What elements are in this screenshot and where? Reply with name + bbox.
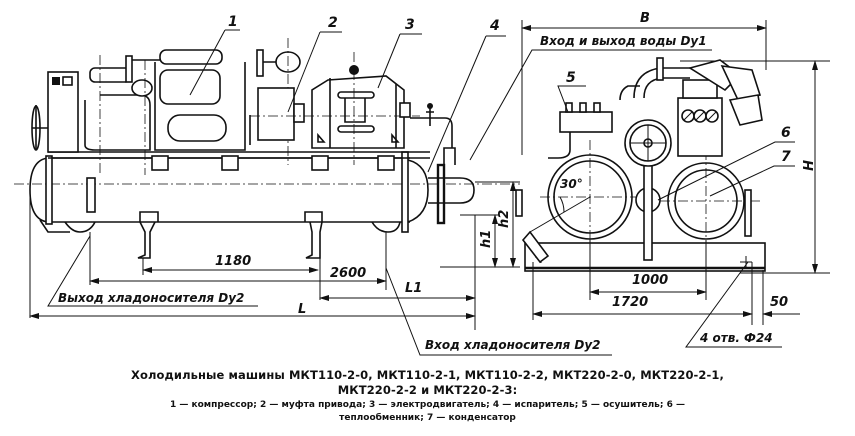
dim-2600: 2600 — [330, 266, 366, 281]
length-dimensions: 1180 2600 L1 L — [29, 190, 476, 330]
callout-7: 7 — [709, 149, 795, 197]
callout-2: 2 — [287, 15, 342, 113]
water-leader — [469, 49, 712, 161]
legend-item: 5 — осушитель; — [581, 400, 664, 410]
dim-1180: 1180 — [215, 254, 251, 269]
callout-number: 7 — [781, 149, 791, 165]
dim-L1: L1 — [405, 281, 422, 296]
evaporator-shell — [29, 147, 475, 233]
callout-number: 4 — [489, 18, 500, 34]
legend-item: 1 — компрессор; — [169, 400, 257, 410]
frame-brackets — [151, 155, 395, 171]
h-dimensions: h1 h2 — [440, 181, 520, 268]
legend-item: 4 — испаритель; — [492, 400, 579, 410]
side-view: B H 30° — [515, 11, 830, 348]
brine-in-leader — [385, 267, 612, 356]
callout-6: 6 — [657, 125, 795, 201]
side-evaporator: 30° — [515, 140, 645, 285]
h1-label: h1 — [479, 230, 494, 248]
brine-in-label: Вход хладоносителя Dу2 — [425, 338, 601, 352]
refrigeration-machine-drawing: 1 2 3 4 Вход и выход воды Dу1 h1 — [14, 11, 830, 356]
legend-item: теплообменник; — [339, 413, 424, 423]
callout-5: 5 — [557, 70, 586, 113]
liquid-line — [399, 102, 453, 148]
legend-item: 7 — конденсатор — [426, 413, 516, 423]
side-top-equipment — [548, 57, 763, 159]
compressor — [84, 38, 301, 175]
callout-1: 1 — [189, 14, 240, 96]
callout-number: 3 — [405, 17, 415, 33]
figure-caption: Холодильные машины МКТ110-2-0, МКТ110-2-… — [0, 368, 855, 424]
callout-3: 3 — [377, 17, 422, 89]
side-heat-exchanger — [624, 119, 672, 261]
h2-label: h2 — [497, 210, 512, 228]
dim-1720: 1720 — [612, 295, 648, 310]
base-dimensions: 1000 1720 50 — [532, 240, 800, 325]
electric-motor — [250, 52, 420, 165]
brine-out-leader — [47, 235, 258, 307]
dim-H: H — [799, 160, 814, 171]
drive-coupling — [249, 87, 305, 145]
control-panel — [31, 71, 79, 153]
caption-title-line1: Холодильные машины МКТ110-2-0, МКТ110-2-… — [131, 368, 724, 382]
callout-4: 4 — [427, 18, 506, 173]
dim-1000: 1000 — [632, 273, 668, 288]
dim-L: L — [298, 302, 306, 317]
brine-out-label: Выход хладоносителя Dу2 — [58, 291, 244, 305]
legend-item: 6 — — [666, 400, 685, 410]
side-condenser — [660, 150, 762, 285]
caption-title-line2: МКТ220-2-2 и МКТ220-2-3: — [337, 383, 518, 397]
callout-number: 6 — [781, 125, 791, 141]
front-feet — [137, 211, 323, 259]
holes-leader — [685, 261, 782, 348]
legend-item: 3 — электродвигатель; — [369, 400, 490, 410]
caption-legend-line2: теплообменник; 7 — конденсатор — [0, 413, 855, 424]
water-in-out-label: Вход и выход воды Dу1 — [540, 34, 707, 48]
frame-rail — [48, 151, 430, 159]
holes-label: 4 отв. Ф24 — [699, 331, 773, 345]
dim-B: B — [640, 11, 650, 26]
legend-item: 2 — муфта привода; — [259, 400, 366, 410]
callout-number: 5 — [566, 70, 576, 86]
callout-number: 2 — [328, 15, 338, 31]
angle-label: 30° — [560, 177, 583, 191]
caption-legend-line1: 1 — компрессор; 2 — муфта привода; 3 — э… — [0, 400, 855, 411]
front-view: 1 2 3 4 Вход и выход воды Dу1 h1 — [14, 14, 712, 356]
dim-50: 50 — [770, 295, 788, 310]
callout-number: 1 — [228, 14, 238, 30]
